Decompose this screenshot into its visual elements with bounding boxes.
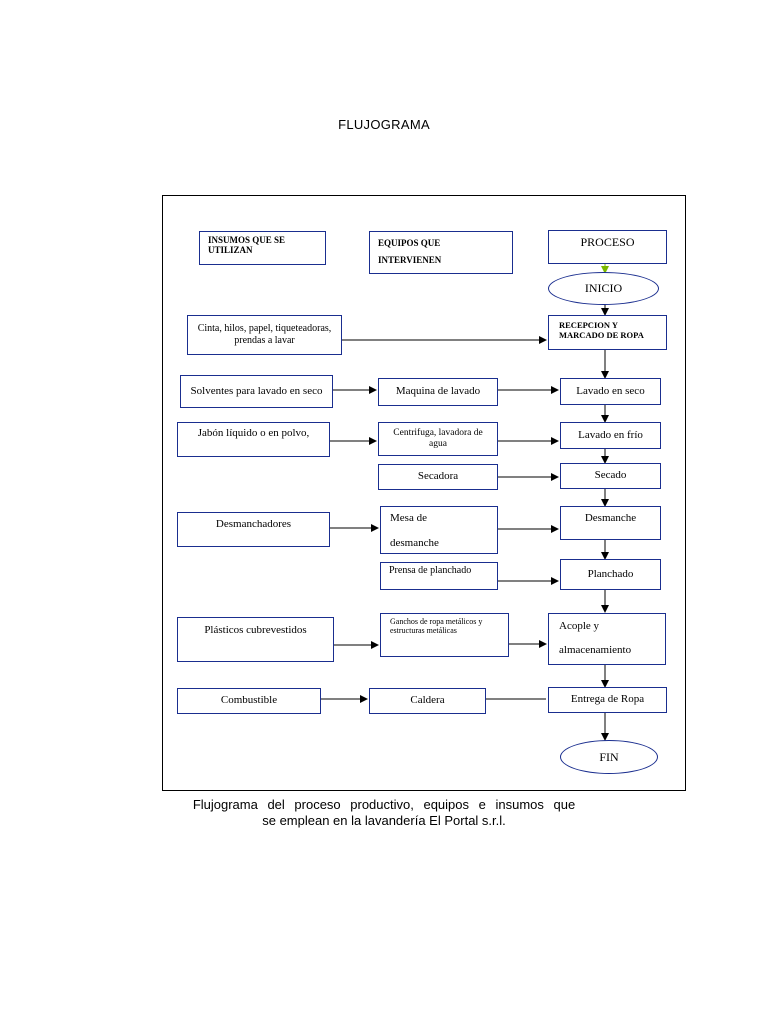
input-plasticos-label: Plásticos cubrevestidos: [204, 624, 307, 636]
process-fin-label: FIN: [599, 749, 619, 764]
process-inicio: INICIO: [548, 272, 659, 305]
equipment-secadora: Secadora: [378, 464, 498, 490]
caption-line1: Flujograma del proceso productivo, equip…: [192, 797, 576, 812]
process-lavado-seco: Lavado en seco: [560, 378, 661, 405]
process-lavado-seco-label: Lavado en seco: [576, 384, 645, 397]
caption-line2: se emplean en la lavandería El Portal s.…: [262, 813, 506, 828]
process-planchado: Planchado: [560, 559, 661, 590]
input-solventes-label: Solventes para lavado en seco: [190, 384, 323, 397]
process-acople: Acople y almacenamiento: [548, 613, 666, 665]
input-cinta-label: Cinta, hilos, papel, tiqueteadoras, pren…: [197, 323, 332, 346]
equipment-maquina-label: Maquina de lavado: [395, 385, 481, 398]
header-proceso: PROCESO: [548, 230, 667, 264]
equipment-mesa: Mesa de desmanche: [380, 506, 498, 554]
equipment-centrifuga: Centrifuga, lavadora de agua: [378, 422, 498, 456]
process-fin: FIN: [560, 740, 658, 774]
process-secado-label: Secado: [594, 469, 627, 482]
process-entrega: Entrega de Ropa: [548, 687, 667, 713]
process-secado: Secado: [560, 463, 661, 489]
equipment-prensa: Prensa de planchado: [380, 562, 498, 590]
process-inicio-label: INICIO: [584, 281, 623, 295]
process-recepcion-label: RECEPCION Y MARCADO DE ROPA: [559, 320, 644, 340]
equipment-centrifuga-label: Centrifuga, lavadora de agua: [393, 427, 483, 449]
process-acople-line1: Acople y: [559, 620, 600, 632]
input-jabon: Jabón líquido o en polvo,: [177, 422, 330, 457]
figure-caption: Flujograma del proceso productivo, equip…: [0, 797, 768, 829]
equipment-mesa-line1: Mesa de: [390, 512, 427, 524]
input-jabon-label: Jabón líquido o en polvo,: [197, 427, 310, 439]
process-acople-line2: almacenamiento: [559, 644, 632, 656]
input-plasticos: Plásticos cubrevestidos: [177, 617, 334, 662]
process-desmanche-label: Desmanche: [584, 512, 637, 524]
input-desmanchadores-label: Desmanchadores: [215, 518, 292, 530]
page-title: FLUJOGRAMA: [338, 117, 430, 132]
header-insumos-label: INSUMOS QUE SE UTILIZAN: [208, 235, 286, 256]
diagram-frame: [162, 195, 686, 791]
header-equipos: EQUIPOS QUE INTERVIENEN: [369, 231, 513, 274]
equipment-maquina: Maquina de lavado: [378, 378, 498, 406]
equipment-ganchos-label: Ganchos de ropa metálicos y estructuras …: [390, 617, 483, 636]
equipment-mesa-line2: desmanche: [390, 537, 439, 550]
process-recepcion: RECEPCION Y MARCADO DE ROPA: [548, 315, 667, 350]
equipment-prensa-label: Prensa de planchado: [389, 565, 472, 576]
header-insumos: INSUMOS QUE SE UTILIZAN: [199, 231, 326, 265]
process-planchado-label: Planchado: [587, 567, 634, 580]
input-combustible: Combustible: [177, 688, 321, 714]
process-entrega-label: Entrega de Ropa: [570, 693, 645, 706]
equipment-secadora-label: Secadora: [417, 470, 459, 483]
input-cinta: Cinta, hilos, papel, tiqueteadoras, pren…: [187, 315, 342, 355]
input-desmanchadores: Desmanchadores: [177, 512, 330, 547]
input-solventes: Solventes para lavado en seco: [180, 375, 333, 408]
input-combustible-label: Combustible: [220, 694, 278, 707]
header-proceso-label: PROCESO: [580, 235, 635, 249]
equipment-caldera-label: Caldera: [410, 694, 445, 707]
equipment-caldera: Caldera: [369, 688, 486, 714]
process-lavado-frio-label: Lavado en frío: [578, 428, 643, 441]
equipment-ganchos: Ganchos de ropa metálicos y estructuras …: [380, 613, 509, 657]
header-equipos-label: EQUIPOS QUE INTERVIENEN: [378, 238, 442, 266]
process-lavado-frio: Lavado en frío: [560, 422, 661, 449]
process-desmanche: Desmanche: [560, 506, 661, 540]
